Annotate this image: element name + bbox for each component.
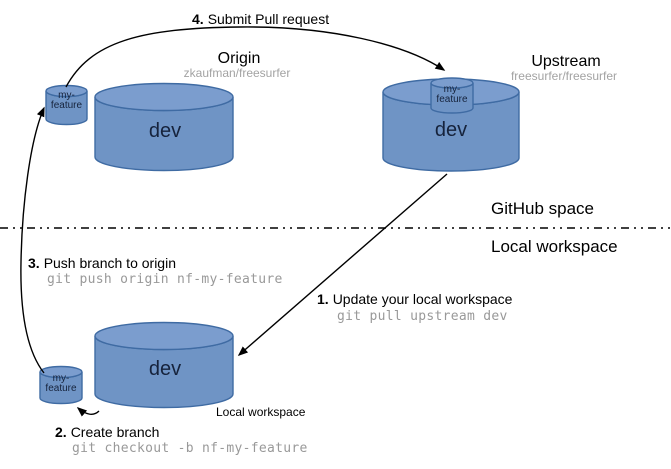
upstream-slug: freesurfer/freesurfer: [510, 69, 618, 83]
step-3-number: 3.: [28, 255, 40, 271]
origin-title: Origin: [217, 50, 261, 67]
origin-feature-label: my- feature: [50, 90, 83, 111]
local-feature-label: my- feature: [45, 373, 77, 394]
local-dev-label: dev: [148, 358, 182, 380]
step-1-label: 1.Update your local workspace: [317, 291, 513, 307]
submit-pull-request-arrow: [65, 26, 446, 88]
step-4-number: 4.: [192, 11, 204, 27]
update-workspace-arrow: [237, 173, 448, 356]
upstream-dev-cylinder: [382, 78, 520, 172]
origin-dev-cylinder: [94, 82, 234, 172]
step-3-label: 3.Push branch to origin: [28, 255, 176, 271]
origin-dev-label: dev: [148, 120, 182, 142]
local-dev-cylinder: [94, 321, 234, 409]
step-3-command: git push origin nf-my-feature: [47, 272, 283, 287]
github-space-label: GitHub space: [491, 199, 594, 218]
step-2-number: 2.: [55, 424, 67, 440]
step-2-label: 2.Create branch: [55, 424, 160, 440]
upstream-feature-cylinder: [430, 77, 474, 114]
upstream-dev-label: dev: [434, 119, 468, 141]
create-branch-arrow: [76, 407, 100, 417]
push-branch-arrow: [20, 106, 45, 374]
step-1-command: git pull upstream dev: [337, 309, 508, 324]
local-feature-cylinder: [39, 365, 83, 405]
upstream-title: Upstream: [531, 53, 601, 70]
step-4-label: 4.Submit Pull request: [192, 11, 330, 27]
step-2-command: git checkout -b nf-my-feature: [72, 441, 308, 456]
upstream-feature-label: my- feature: [436, 84, 468, 105]
step-1-number: 1.: [317, 291, 329, 307]
local-workspace-label: Local workspace: [491, 237, 618, 256]
origin-slug: zkaufman/freesurfer: [183, 66, 291, 80]
local-workspace-caption: Local workspace: [216, 405, 306, 419]
